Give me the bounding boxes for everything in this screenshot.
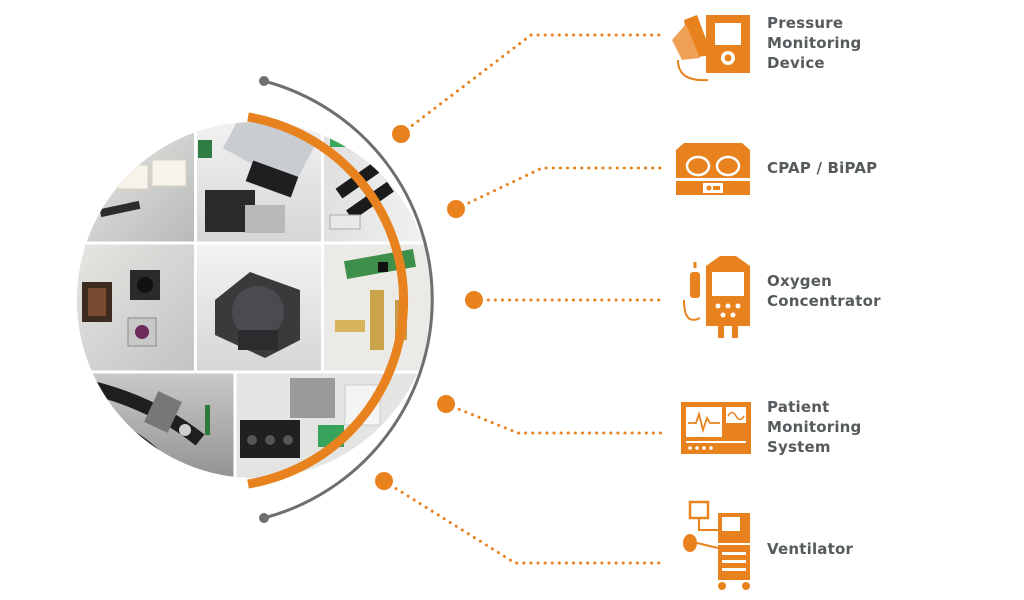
node-pressure-monitoring	[392, 125, 410, 143]
node-patient-monitoring	[437, 395, 455, 413]
connector-patient-monitoring	[444, 402, 667, 435]
oxygen-concentrator-icon	[683, 256, 750, 338]
ventilator-icon	[683, 500, 750, 590]
node-ventilator	[375, 472, 393, 490]
label-oxygen-concentrator: Oxygen Concentrator	[767, 271, 881, 311]
grey-outer-arc	[263, 79, 434, 520]
label-ventilator: Ventilator	[767, 539, 853, 559]
tile-ribbon-cable-connector	[196, 122, 322, 242]
label-line: Ventilator	[767, 540, 854, 558]
connector-pressure-monitoring	[399, 33, 667, 136]
label-line: Patient	[767, 398, 830, 416]
arc-nodes	[375, 125, 483, 490]
label-line: Concentrator	[767, 292, 881, 310]
label-line: Oxygen	[767, 272, 832, 290]
label-line: Monitoring	[767, 34, 862, 52]
cpap-machine-icon	[676, 143, 750, 195]
tile-pcb-assemblies	[323, 244, 433, 371]
node-oxygen	[465, 291, 483, 309]
label-patient-monitoring-system: Patient Monitoring System	[767, 397, 861, 457]
connector-lines	[382, 33, 667, 565]
label-line: Pressure	[767, 14, 844, 32]
patient-monitor-icon	[681, 402, 751, 454]
tile-coin-cell-holder	[196, 244, 322, 371]
tile-shielded-cables	[77, 373, 234, 478]
label-line: System	[767, 438, 831, 456]
connector-cpap	[454, 166, 667, 211]
arc-end-dot-bottom	[259, 513, 269, 523]
label-pressure-monitoring-device: Pressure Monitoring Device	[767, 13, 861, 73]
label-line: Device	[767, 54, 825, 72]
connector-ventilator	[382, 479, 667, 565]
label-line: CPAP / BiPAP	[767, 159, 878, 177]
orange-accent-arc	[247, 112, 409, 489]
pressure-monitor-icon	[672, 15, 750, 82]
tile-tactile-switches	[77, 244, 195, 371]
label-line: Monitoring	[767, 418, 862, 436]
tile-connector-housings	[77, 122, 195, 242]
arc-end-dot-top	[259, 76, 269, 86]
component-photo-collage	[77, 122, 433, 478]
node-cpap	[447, 200, 465, 218]
label-cpap-bipap: CPAP / BiPAP	[767, 158, 877, 178]
